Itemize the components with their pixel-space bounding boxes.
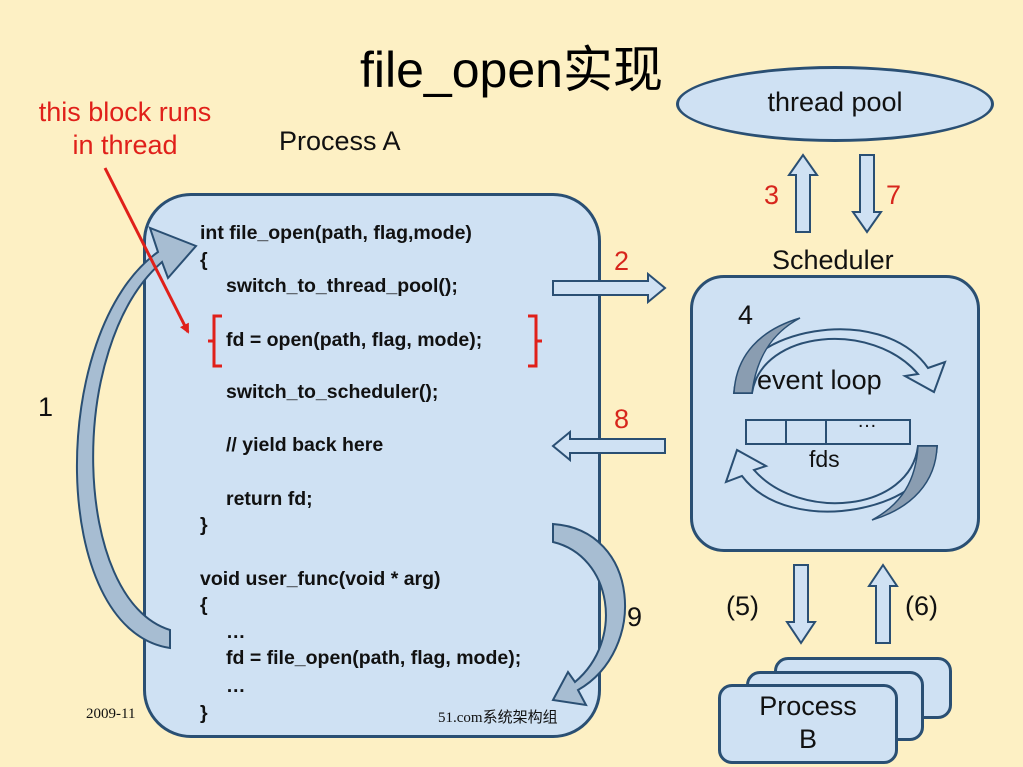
arrow-5 (785, 564, 817, 645)
arrow-3 (787, 153, 819, 233)
highlight-bracket-left (208, 314, 222, 368)
thread-pool-label: thread pool (767, 87, 903, 117)
annotation-line-2: in thread (72, 130, 178, 160)
process-b-card-front (718, 684, 898, 764)
code-line: … (226, 621, 246, 643)
event-loop-arc-top-shade (733, 317, 801, 394)
code-line: return fd; (226, 488, 313, 510)
code-line: … (226, 675, 246, 697)
step-8-label: 8 (614, 404, 630, 434)
step-5-label: (5) (726, 591, 759, 621)
scheduler-box (690, 275, 980, 552)
event-loop-label: event loop (757, 365, 882, 395)
arrow-2 (552, 271, 667, 305)
footer-date: 2009-11 (86, 706, 136, 722)
arrow-8 (551, 429, 666, 463)
code-line: } (200, 702, 208, 724)
step-7-label: 7 (886, 180, 902, 210)
code-line: fd = file_open(path, flag, mode); (226, 647, 522, 669)
thread-annotation: this block runs in thread (20, 96, 230, 162)
event-loop-arc-top (732, 328, 947, 394)
process-b-line-2: B (798, 724, 817, 754)
event-loop-arc-bottom-shade (871, 445, 938, 521)
arrow-1-curve (76, 226, 198, 650)
arrow-6 (867, 563, 899, 644)
code-line: void user_func(void * arg) (200, 568, 441, 590)
code-line: int file_open(path, flag,mode) (200, 222, 472, 244)
step-3-label: 3 (764, 180, 780, 210)
step-2-label: 2 (614, 246, 630, 276)
footer-source: 51.com系统架构组 (438, 710, 558, 726)
process-a-box (143, 193, 601, 738)
annotation-pointer (103, 167, 190, 334)
code-line: } (200, 514, 208, 536)
code-line: // yield back here (226, 434, 384, 456)
code-line-highlighted: fd = open(path, flag, mode); (226, 329, 483, 351)
step-1-label: 1 (38, 392, 54, 422)
fds-label: fds (809, 446, 840, 472)
code-line: { (200, 249, 208, 271)
thread-pool-node (676, 66, 994, 142)
arrow-9-curve (551, 522, 626, 707)
process-a-label: Process A (279, 126, 401, 156)
fds-slots (745, 419, 911, 445)
code-line: switch_to_scheduler(); (226, 381, 439, 403)
fds-ellipsis: … (857, 410, 877, 432)
event-loop-arc-bottom (724, 445, 939, 513)
process-b-line-1: Process (759, 691, 857, 721)
step-9-label: 9 (627, 602, 643, 632)
slide-title: file_open实现 (360, 42, 663, 98)
process-b-label: Process B (718, 690, 898, 756)
arrow-7 (851, 154, 883, 234)
code-line: switch_to_thread_pool(); (226, 275, 458, 297)
scheduler-label: Scheduler (772, 245, 894, 275)
step-6-label: (6) (905, 591, 938, 621)
code-line: { (200, 594, 208, 616)
annotation-line-1: this block runs (38, 97, 212, 127)
highlight-bracket-right (528, 314, 542, 368)
step-4-label: 4 (738, 300, 754, 330)
